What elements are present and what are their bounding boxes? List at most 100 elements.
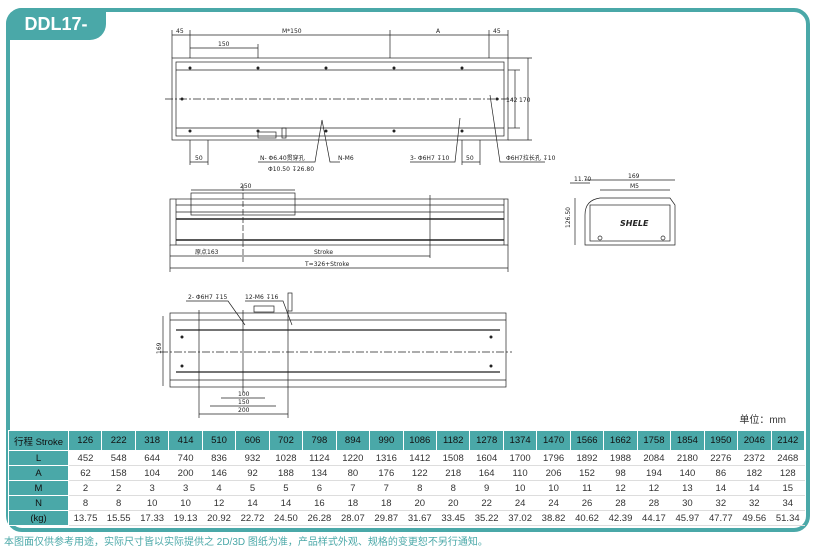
dim-label: 45 [176, 28, 184, 35]
dim-label: 50 [195, 155, 203, 162]
row-label: (kg) [8, 510, 69, 526]
table-cell: 34 [771, 495, 805, 511]
disclaimer-footer: 本图面仅供参考用途，实际尺寸皆以实际提供之 2D/3D 图纸为准，产品样式外观、… [4, 537, 488, 548]
stroke-header-cell: 1182 [435, 430, 471, 451]
dim-label: 11.70 [574, 176, 591, 183]
dim-label: 250 [240, 183, 252, 190]
table-cell: 110 [503, 465, 537, 481]
table-cell: 47.77 [704, 510, 738, 526]
table-cell: 15.55 [101, 510, 136, 526]
table-cell: 16 [302, 495, 337, 511]
table-cell: 20 [436, 495, 470, 511]
table-cell: 104 [135, 465, 169, 481]
table-cell: 7 [336, 480, 370, 496]
table-cell: 1124 [302, 450, 337, 466]
table-cell: 1988 [603, 450, 638, 466]
top-view: 45 M*150 A 45 150 142 170 50 50 N- Φ6.40… [165, 28, 556, 173]
table-cell: 12 [202, 495, 236, 511]
table-cell: 158 [101, 465, 136, 481]
table-cell: 11 [570, 480, 604, 496]
dim-label: 170 [519, 97, 531, 104]
table-cell: 1700 [503, 450, 537, 466]
stroke-header-cell: 1854 [670, 430, 705, 451]
table-cell: 38.82 [536, 510, 571, 526]
table-cell: 29.87 [369, 510, 404, 526]
header-label: 行程 Stroke [8, 430, 69, 451]
table-cell: 22.72 [235, 510, 270, 526]
stroke-header-cell: 1758 [636, 430, 672, 451]
table-cell: 3 [168, 480, 203, 496]
table-cell: 452 [68, 450, 102, 466]
table-cell: 932 [235, 450, 270, 466]
table-cell: 98 [603, 465, 638, 481]
stroke-header-cell: 510 [201, 430, 237, 451]
bottom-view: 2- Φ6H7 ↧15 12-M6 ↧16 169 100 150 200 [156, 292, 512, 418]
model-title: DDL17-8009 [6, 8, 106, 66]
table-cell: 188 [269, 465, 303, 481]
note-label: 12-M6 ↧16 [245, 294, 279, 301]
stroke-header-cell: 1662 [603, 430, 638, 451]
table-cell: 22 [469, 495, 504, 511]
dim-label: 100 [238, 391, 250, 398]
table-cell: 10 [135, 495, 169, 511]
dim-label: T=326+Stroke [304, 261, 350, 268]
table-cell: 140 [670, 465, 705, 481]
table-cell: 176 [369, 465, 404, 481]
row-label: A [8, 465, 69, 481]
table-cell: 3 [135, 480, 169, 496]
table-cell: 18 [369, 495, 404, 511]
dim-label: 150 [238, 399, 250, 406]
table-cell: 33.45 [436, 510, 470, 526]
dim-label: 200 [238, 407, 250, 414]
stroke-header-cell: 798 [302, 430, 337, 451]
table-cell: 35.22 [469, 510, 504, 526]
table-cell: 44.17 [637, 510, 671, 526]
note-label: N- Φ6.40贯穿孔 [260, 154, 305, 162]
stroke-header-cell: 2142 [770, 430, 806, 451]
dim-label: A [436, 28, 441, 35]
table-cell: 8 [436, 480, 470, 496]
table-cell: 28 [603, 495, 638, 511]
dim-label: 150 [218, 41, 230, 48]
table-cell: 13.75 [68, 510, 102, 526]
table-cell: 32 [704, 495, 738, 511]
technical-drawing: 45 M*150 A 45 150 142 170 50 50 N- Φ6.40… [156, 28, 676, 418]
table-cell: 2468 [771, 450, 805, 466]
dim-label: 142 [506, 97, 518, 104]
stroke-header-cell: 1278 [469, 430, 504, 451]
stroke-header-cell: 894 [335, 430, 371, 451]
table-cell: 24 [536, 495, 571, 511]
dim-label: 169 [628, 173, 640, 180]
table-cell: 200 [168, 465, 203, 481]
table-cell: 2180 [670, 450, 705, 466]
table-cell: 92 [235, 465, 270, 481]
row-label: L [8, 450, 69, 466]
dim-label: 原点163 [195, 248, 219, 256]
dim-label: M*150 [282, 28, 302, 35]
table-cell: 14 [704, 480, 738, 496]
table-cell: 14 [737, 480, 772, 496]
table-cell: 45.97 [670, 510, 705, 526]
table-cell: 2084 [637, 450, 671, 466]
table-cell: 2276 [704, 450, 738, 466]
table-cell: 28 [637, 495, 671, 511]
table-cell: 548 [101, 450, 136, 466]
stroke-header-cell: 1950 [703, 430, 739, 451]
table-cell: 9 [469, 480, 504, 496]
stroke-header-cell: 1374 [502, 430, 538, 451]
note-label: N-M6 [338, 155, 354, 162]
table-cell: 152 [570, 465, 604, 481]
table-cell: 12 [603, 480, 638, 496]
table-cell: 20 [403, 495, 437, 511]
table-cell: 1892 [570, 450, 604, 466]
brand-logo: SHELE [620, 219, 649, 228]
stroke-header-cell: 318 [134, 430, 170, 451]
table-cell: 218 [436, 465, 470, 481]
table-cell: 164 [469, 465, 504, 481]
table-cell: 2372 [737, 450, 772, 466]
